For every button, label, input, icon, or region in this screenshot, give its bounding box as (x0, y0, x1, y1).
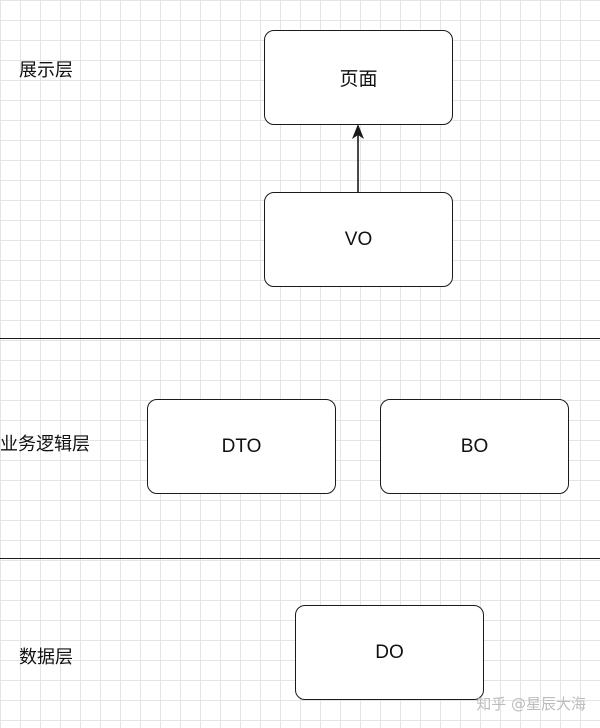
page-node[interactable]: 页面 (264, 30, 453, 125)
layer-divider-bottom (0, 558, 600, 559)
bo-node[interactable]: BO (380, 399, 569, 494)
vo-node-label: VO (344, 228, 373, 250)
arrow-head (352, 124, 364, 139)
presentation-layer-label: 展示层 (19, 60, 73, 81)
do-node-label: DO (375, 641, 404, 663)
vo-node[interactable]: VO (264, 192, 453, 287)
do-node[interactable]: DO (295, 605, 484, 700)
arrow-vo-to-page (352, 124, 364, 192)
layer-divider-top (0, 338, 600, 339)
business-layer-label: 业务逻辑层 (0, 434, 90, 455)
dto-node[interactable]: DTO (147, 399, 336, 494)
page-node-label: 页面 (339, 69, 378, 90)
data-layer-label: 数据层 (19, 647, 73, 668)
dto-node-label: DTO (221, 435, 262, 457)
bo-node-label: BO (460, 435, 489, 457)
watermark: 知乎 @星辰大海 (476, 695, 586, 713)
